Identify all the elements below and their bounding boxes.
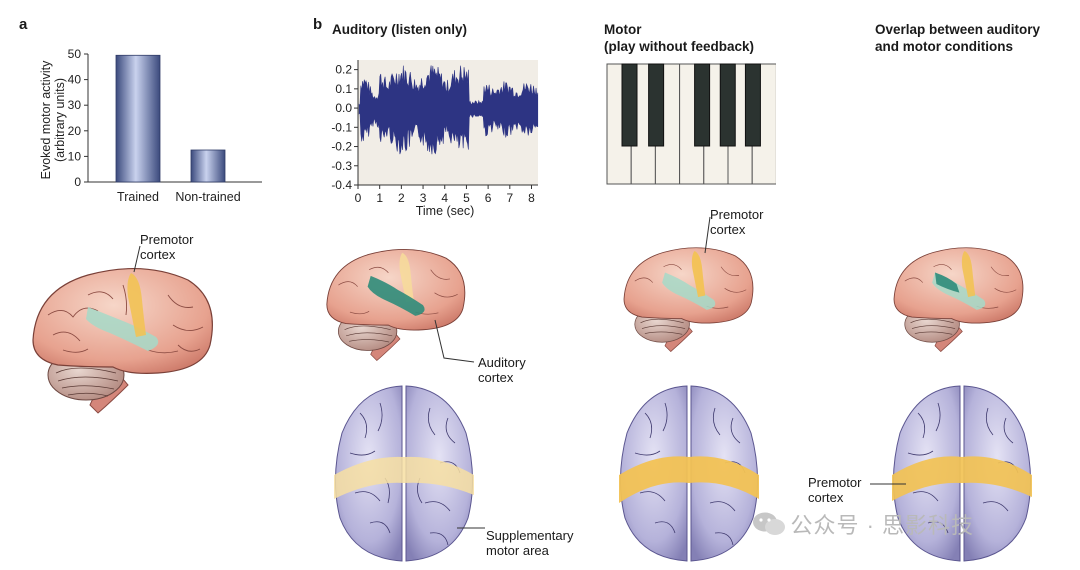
premotor-label-a: Premotor cortex [140, 232, 194, 262]
wave-xtick-label: 6 [485, 191, 492, 205]
piano-keyboard [606, 63, 776, 185]
auditory-cortex-label: Auditory cortex [478, 355, 526, 385]
premotor-leader-motor [704, 216, 711, 254]
bar-0 [115, 54, 161, 183]
wave-ytick-label: -0.3 [331, 159, 352, 173]
piano-black-key [694, 63, 711, 147]
premotor-label-overlap: Premotor cortex [808, 475, 862, 505]
piano-black-key [744, 63, 761, 147]
motor-title: Motor (play without feedback) [604, 22, 755, 54]
wave-ytick-label: 0.1 [335, 82, 352, 96]
wechat-icon [752, 511, 786, 537]
panel-a-letter: a [19, 16, 28, 33]
premotor-leader-a [133, 245, 141, 273]
wave-xtick-label: 2 [398, 191, 405, 205]
bar-ylabel-line1: Evoked motor activity [39, 60, 53, 180]
bar-ytick-label: 30 [68, 98, 82, 112]
auditory-title: Auditory (listen only) [332, 22, 467, 37]
brain-lateral-overlap [893, 247, 1024, 353]
sma-label: Supplementary motor area [486, 528, 574, 558]
watermark: 公众号 · 思影科技 [752, 508, 974, 540]
bar-ytick-label: 10 [68, 149, 82, 163]
wave-ytick-label: 0.2 [335, 63, 352, 77]
brain-top-motor [619, 385, 759, 562]
bar-1 [190, 149, 226, 183]
wave-ytick-label: 0.0 [335, 101, 352, 115]
bar-ytick-label: 40 [68, 73, 82, 87]
waveform-xlabel: Time (sec) [416, 204, 475, 218]
wave-ytick-label: -0.4 [331, 178, 352, 192]
bar-category-label: Trained [117, 190, 159, 204]
wave-ytick-label: -0.2 [331, 140, 352, 154]
bar-chart: 0 10 20 30 40 50 Trained Non-trained Evoked mo… [39, 47, 262, 204]
brain-top-overlap [892, 385, 1032, 562]
wave-xtick-label: 4 [441, 191, 448, 205]
wave-xtick-label: 8 [528, 191, 535, 205]
overlap-title: Overlap between auditory and motor condi… [875, 22, 1041, 54]
wave-ytick-label: -0.1 [331, 120, 352, 134]
wave-xtick-label: 0 [355, 191, 362, 205]
bar-ylabel-line2: (arbitrary units) [53, 78, 67, 162]
bar-ytick-label: 50 [68, 47, 82, 61]
wave-xtick-label: 7 [506, 191, 513, 205]
brain-lateral-auditory [326, 248, 466, 362]
piano-black-key [648, 63, 665, 147]
panel-b-letter: b [313, 16, 323, 33]
wave-xtick-label: 3 [420, 191, 427, 205]
brain-lateral-motor [623, 247, 754, 353]
bar-ytick-label: 20 [68, 124, 82, 138]
wave-xtick-label: 1 [376, 191, 383, 205]
auditory-leader [434, 319, 475, 363]
premotor-label-motor: Premotor cortex [710, 207, 764, 237]
piano-black-key [621, 63, 638, 147]
brain-top-auditory [334, 385, 474, 562]
brain-lateral-a [32, 267, 213, 414]
waveform-series [358, 65, 539, 155]
wave-xtick-label: 5 [463, 191, 470, 205]
bar-category-label: Non-trained [175, 190, 240, 204]
piano-black-key [719, 63, 736, 147]
bar-ytick-label: 0 [74, 175, 81, 189]
sma-leader [457, 527, 485, 529]
premotor-leader-overlap [870, 483, 906, 485]
